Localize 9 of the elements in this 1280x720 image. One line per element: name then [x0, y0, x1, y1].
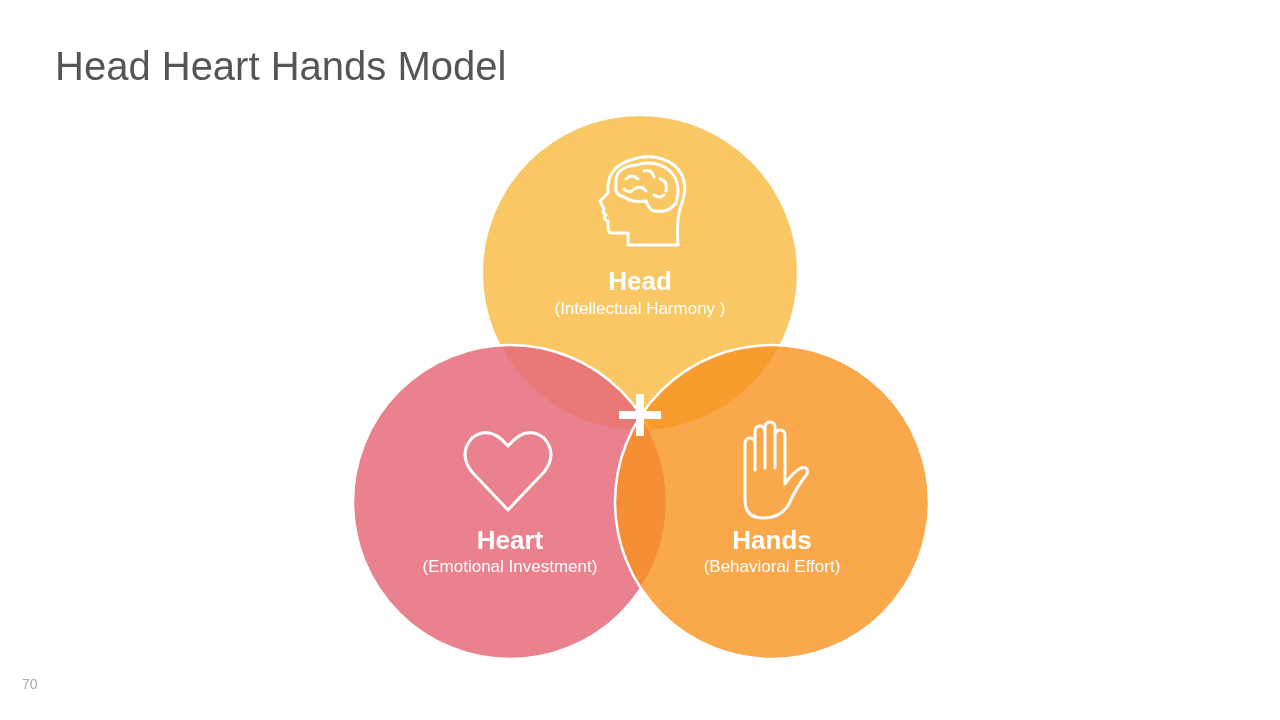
- slide-title: Head Heart Hands Model: [55, 44, 507, 89]
- venn-circle: [614, 344, 930, 660]
- circle-title: Head: [607, 266, 673, 297]
- circle-subtitle: (Behavioral Effort): [702, 557, 842, 577]
- page-number: 70: [22, 676, 38, 692]
- circle-title: Heart: [475, 525, 545, 556]
- circle-title: Hands: [731, 525, 813, 556]
- circle-subtitle: (Intellectual Harmony ): [553, 299, 727, 319]
- circle-subtitle: (Emotional Investment): [421, 557, 599, 577]
